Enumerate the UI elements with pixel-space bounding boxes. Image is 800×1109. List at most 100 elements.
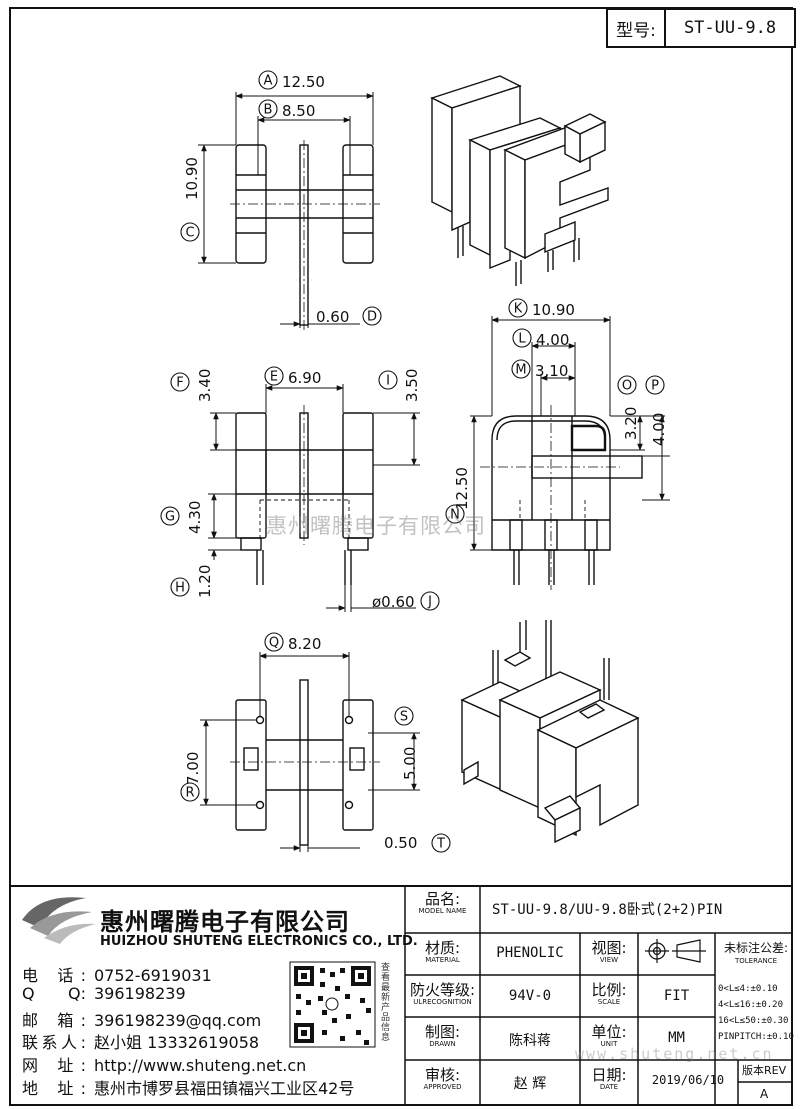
contact-address: 地 址: 惠州市博罗县福田镇福兴工业区42号 (22, 1075, 354, 1099)
dim-marker-circle-m (511, 359, 531, 379)
dim-value-i: 3.50 (403, 369, 421, 402)
contact-phone-value: 0752-6919031 (94, 966, 212, 985)
model-number-box: 型号: ST-UU-9.8 (606, 8, 796, 48)
model-name-label: 品名:MODEL NAME (418, 890, 467, 915)
contact-email-value: 396198239@qq.com (94, 1011, 262, 1030)
dim-marker-letter-k: K (514, 302, 523, 317)
dim-marker-circle-j (420, 591, 440, 611)
contact-address-value: 惠州市博罗县福田镇福兴工业区42号 (94, 1079, 355, 1098)
dim-marker-circle-q (264, 632, 284, 652)
unit-value: MM (668, 1030, 685, 1046)
dim-value-e: 6.90 (288, 369, 321, 387)
company-name-cn: 惠州曙腾电子有限公司 (100, 908, 350, 936)
contact-person-value: 赵小姐 13332619058 (94, 1033, 260, 1052)
title-block-grid (404, 886, 792, 1105)
dim-value-o: 3.20 (622, 407, 640, 440)
dim-marker-letter-c: C (185, 226, 194, 241)
date-label: 日期:DATE (591, 1066, 627, 1091)
model-number-label: 型号: (608, 10, 666, 46)
drawn-label: 制图:DRAWN (424, 1023, 461, 1048)
side-view-right (480, 405, 643, 590)
contact-qq-label: Q Q: (22, 984, 86, 1003)
date-value: 2019/06/10 (651, 1073, 725, 1087)
dim-marker-circle-k (508, 298, 528, 318)
dim-lines-view4 (200, 652, 420, 852)
front-view-middle (235, 405, 374, 585)
dim-value-q: 8.20 (288, 635, 321, 653)
recognition-value: 94V-0 (508, 988, 552, 1004)
dim-marker-letter-r: R (185, 786, 194, 801)
dim-marker-circle-l (512, 328, 532, 348)
dim-value-g: 4.30 (186, 501, 204, 534)
tolerance-row: 0<L≤4:±0.10 (718, 984, 778, 994)
dim-value-t: 0.50 (384, 834, 417, 852)
isometric-view-bottom (460, 620, 640, 844)
dim-lines-view2 (208, 384, 420, 612)
dim-marker-letter-q: Q (269, 636, 279, 651)
dim-value-r: 7.00 (184, 752, 202, 785)
tolerance-title: 未标注公差: (724, 941, 789, 955)
dim-marker-circle-s (394, 706, 414, 726)
watermark-url: www.shuteng.net.cn (575, 1045, 774, 1063)
dim-marker-circle-g (160, 506, 180, 526)
approved-value: 赵 辉 (513, 1076, 547, 1092)
dim-marker-circle-p (645, 375, 665, 395)
qr-code (289, 961, 376, 1048)
dim-value-a: 12.50 (282, 73, 325, 91)
contact-qq: Q Q: 396198239 (22, 984, 186, 1003)
revision-label: 版本REV (742, 1064, 787, 1077)
dim-marker-letter-t: T (436, 837, 445, 852)
dim-value-n: 12.50 (453, 467, 471, 510)
dim-value-l: 4.00 (536, 331, 569, 349)
contact-address-label: 地 址: (22, 1079, 86, 1098)
view-label: 视图:VIEW (591, 939, 627, 964)
bottom-view (230, 679, 380, 846)
dim-marker-letter-i: I (386, 374, 390, 389)
dim-lines-view1 (198, 92, 374, 328)
tolerance-row: PINPITCH:±0.10 (718, 1032, 794, 1042)
contact-person-label: 联系人: (22, 1033, 86, 1052)
dim-value-c: 10.90 (183, 157, 201, 200)
dim-marker-letter-n: N (450, 508, 460, 523)
dim-marker-letter-p: P (651, 379, 659, 394)
dim-value-m: 3.10 (535, 362, 568, 380)
approved-label: 审核:APPROVED (423, 1066, 462, 1091)
dim-marker-circle-d (362, 306, 382, 326)
tolerance-row: 4<L≤16:±0.20 (718, 1000, 784, 1010)
dim-marker-letter-o: O (622, 379, 632, 394)
dim-marker-letter-e: E (270, 370, 278, 385)
dim-marker-letter-g: G (165, 510, 175, 525)
projection-symbol-icon (645, 939, 706, 963)
dim-value-b: 8.50 (282, 102, 315, 120)
dim-marker-circle-b (258, 99, 278, 119)
dim-marker-circle-o (617, 375, 637, 395)
dim-marker-letter-h: H (175, 581, 185, 596)
dim-marker-letter-s: S (400, 710, 408, 725)
dim-marker-letter-f: F (176, 376, 183, 391)
recognition-label: 防火等级:ULRECOGNITION (409, 981, 476, 1006)
dim-value-h: 1.20 (196, 565, 214, 598)
contact-email: 邮 箱:396198239@qq.com (22, 1007, 261, 1031)
contact-person: 联系人: 赵小姐 13332619058 (22, 1029, 259, 1053)
dim-value-d: 0.60 (316, 308, 349, 326)
dim-lines-view3 (470, 316, 670, 551)
model-number-value: ST-UU-9.8 (683, 18, 777, 38)
dim-value-s: 5.00 (401, 747, 419, 780)
dim-marker-letter-l: L (518, 332, 526, 347)
dim-marker-circle-e (264, 366, 284, 386)
dim-value-p: 4.00 (650, 413, 668, 446)
dim-marker-circle-c (180, 222, 200, 242)
material-label: 材质:MATERIAL (424, 939, 461, 964)
contact-phone-label: 电 话: (22, 966, 86, 985)
isometric-view-top (430, 75, 609, 286)
dim-value-k: 10.90 (532, 301, 575, 319)
contact-qq-value: 396198239 (94, 984, 186, 1003)
qr-caption: 查看最新产品信息 (379, 962, 389, 1042)
front-view-top (230, 140, 380, 330)
dim-marker-letter-d: D (367, 310, 377, 325)
dim-marker-circle-i (378, 370, 398, 390)
contact-website-value[interactable]: http://www.shuteng.net.cn (94, 1056, 307, 1075)
dim-marker-circle-r (180, 782, 200, 802)
